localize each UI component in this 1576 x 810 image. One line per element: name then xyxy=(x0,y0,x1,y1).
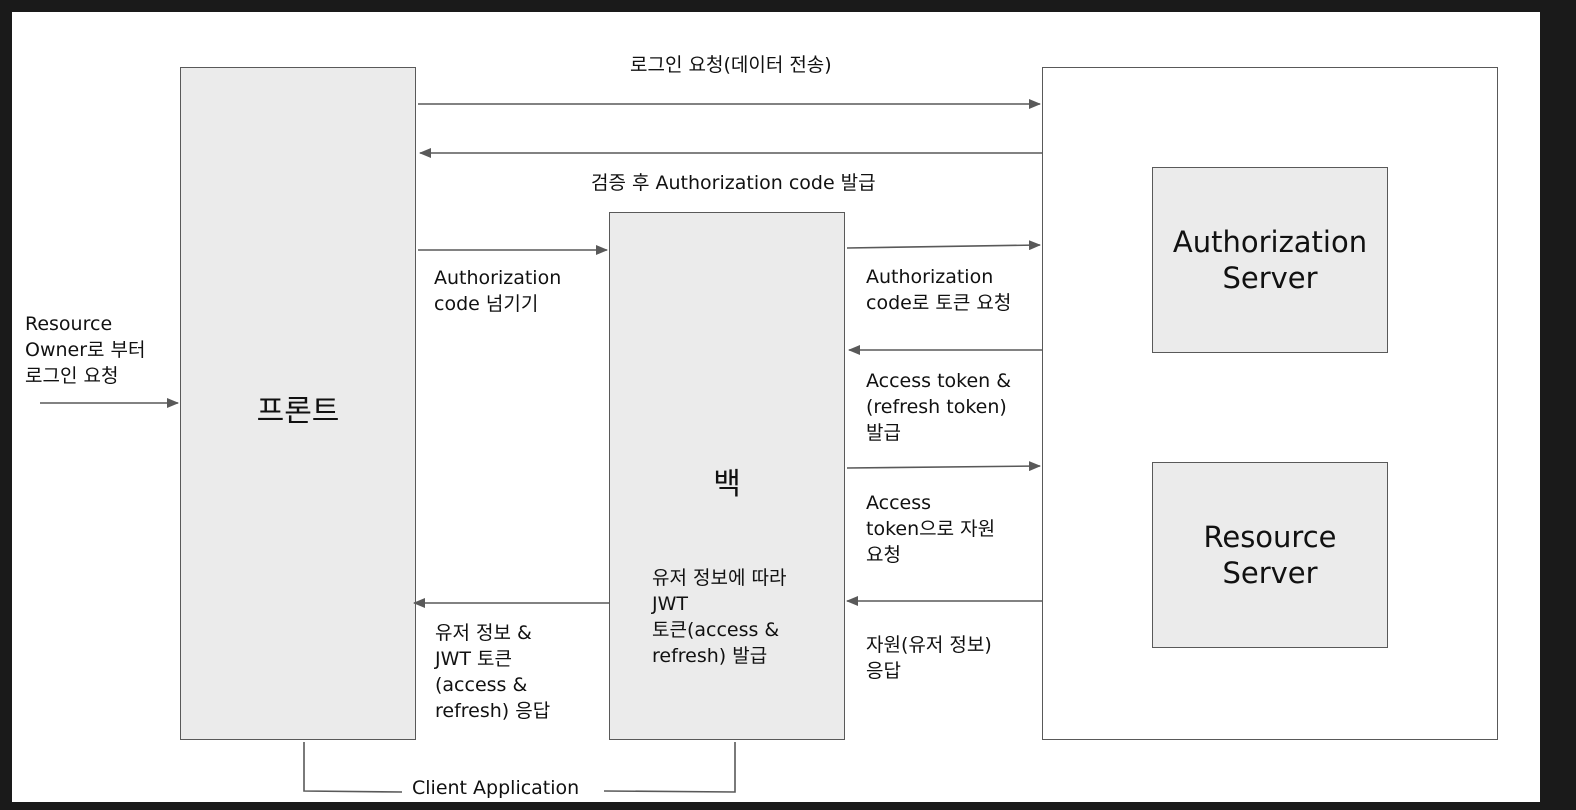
connector-lines xyxy=(40,99,1042,793)
resource-server-label: Resource Server xyxy=(1203,520,1337,590)
code-pass-label: Authorization code 넘기기 xyxy=(434,267,562,315)
resource-request-label: Access token으로 자원 요청 xyxy=(866,492,996,566)
back-note: 유저 정보에 따라 JWT 토큰(access & refresh) 발급 xyxy=(652,567,787,667)
back-box: 백 유저 정보에 따라 JWT 토큰(access & refresh) 발급 xyxy=(609,212,845,740)
client-application-bracket-right xyxy=(603,742,736,793)
resource-owner-label: Resource Owner로 부터 로그인 요청 xyxy=(25,313,146,387)
front-label: 프론트 xyxy=(256,394,340,429)
authorization-server-box: Authorization Server xyxy=(1152,167,1388,353)
resource-response-label: 자원(유저 정보) 응답 xyxy=(866,634,992,682)
back-label: 백 xyxy=(713,467,741,502)
client-application-label: Client Application xyxy=(412,777,580,799)
token-request-label: Authorization code로 토큰 요청 xyxy=(866,266,1012,314)
client-application-bracket-left xyxy=(303,742,403,793)
diagram-canvas: 프론트 백 유저 정보에 따라 JWT 토큰(access & refresh)… xyxy=(12,12,1540,802)
arrow-back-to-resource-request xyxy=(846,461,1041,472)
login-request-label: 로그인 요청(데이터 전송) xyxy=(630,54,832,76)
arrow-back-to-auth-token-request xyxy=(846,240,1041,251)
token-issue-label: Access token & (refresh token) 발급 xyxy=(866,370,1012,444)
user-jwt-response-label: 유저 정보 & JWT 토큰 (access & refresh) 응답 xyxy=(435,622,551,722)
front-box: 프론트 xyxy=(180,67,416,740)
authorization-server-label: Authorization Server xyxy=(1172,225,1368,295)
code-issue-label: 검증 후 Authorization code 발급 xyxy=(591,172,876,194)
resource-server-box: Resource Server xyxy=(1152,462,1388,648)
